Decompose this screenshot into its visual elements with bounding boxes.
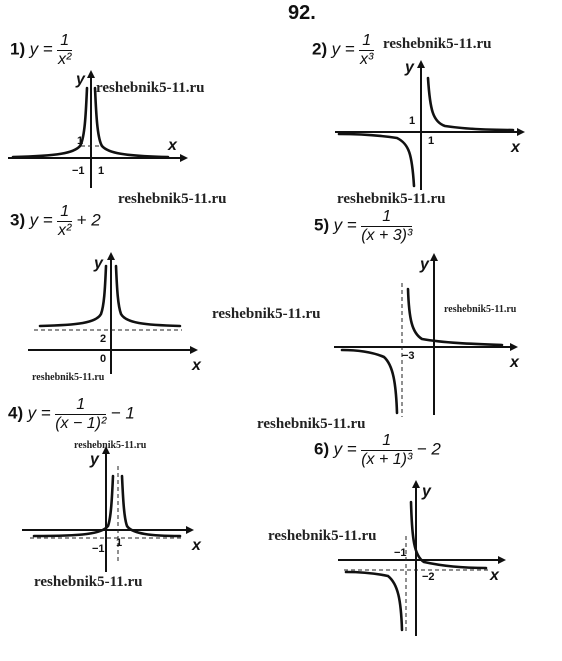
svg-text:y: y xyxy=(93,255,104,272)
watermark: reshebnik5-11.ru xyxy=(383,36,492,52)
tick-neg1: −1 xyxy=(72,165,85,177)
watermark: reshebnik5-11.ru xyxy=(32,372,105,383)
svg-text:y: y xyxy=(75,71,86,88)
svg-text:−3: −3 xyxy=(402,350,415,362)
curve-right xyxy=(114,264,182,328)
watermark: reshebnik5-11.ru xyxy=(34,574,143,590)
svg-text:0: 0 xyxy=(100,353,106,365)
svg-text:2: 2 xyxy=(100,333,106,345)
svg-text:y: y xyxy=(419,256,430,273)
svg-text:x: x xyxy=(489,567,500,584)
equation-6: 6) y = 1(x + 1)³ − 2 xyxy=(314,432,441,468)
curve-right xyxy=(409,500,488,570)
graph-1: −1 1 1 x y xyxy=(8,70,188,188)
watermark: reshebnik5-11.ru xyxy=(268,528,377,544)
curve-left xyxy=(11,86,89,159)
curve-left xyxy=(38,264,108,328)
curve-right xyxy=(120,474,182,538)
svg-text:x: x xyxy=(191,357,202,374)
graph-4: −1 1 x y xyxy=(22,446,202,572)
svg-text:y: y xyxy=(89,451,100,468)
svg-text:y: y xyxy=(421,483,432,500)
svg-text:1: 1 xyxy=(116,537,122,549)
curve-left xyxy=(337,132,416,188)
curve-left xyxy=(344,570,404,632)
svg-text:x: x xyxy=(509,354,520,371)
svg-text:1: 1 xyxy=(409,115,415,127)
svg-text:−1: −1 xyxy=(394,547,407,559)
svg-text:1: 1 xyxy=(428,135,434,147)
svg-text:x: x xyxy=(510,139,521,156)
equation-5: 5) y = 1(x + 3)³ xyxy=(314,208,413,244)
problem-number: 92. xyxy=(288,2,316,24)
curve-left xyxy=(340,348,399,415)
curve-right xyxy=(426,76,515,132)
graph-5: −3 x y xyxy=(334,253,520,417)
curve-right xyxy=(406,287,504,347)
svg-text:x: x xyxy=(191,537,202,554)
watermark: reshebnik5-11.ru xyxy=(212,306,321,322)
watermark: reshebnik5-11.ru xyxy=(118,191,227,207)
watermark: reshebnik5-11.ru xyxy=(337,191,446,207)
svg-text:−1: −1 xyxy=(92,543,105,555)
equation-4: 4) y = 1(x − 1)² − 1 xyxy=(8,396,135,432)
watermark: reshebnik5-11.ru xyxy=(96,80,205,96)
tick-1: 1 xyxy=(98,165,104,177)
watermark: reshebnik5-11.ru xyxy=(257,416,366,432)
tick-y1: 1 xyxy=(77,135,83,147)
svg-text:y: y xyxy=(404,59,415,76)
curve-right xyxy=(93,86,170,159)
watermark: reshebnik5-11.ru xyxy=(444,304,517,315)
graph-3: 2 0 x y xyxy=(28,252,202,374)
graph-6: −1 −2 x y xyxy=(338,480,506,636)
svg-text:x: x xyxy=(167,137,178,154)
graph-2: 1 1 x y xyxy=(335,59,525,190)
curve-left xyxy=(32,474,115,538)
watermark: reshebnik5-11.ru xyxy=(74,440,147,451)
svg-text:−2: −2 xyxy=(422,571,435,583)
